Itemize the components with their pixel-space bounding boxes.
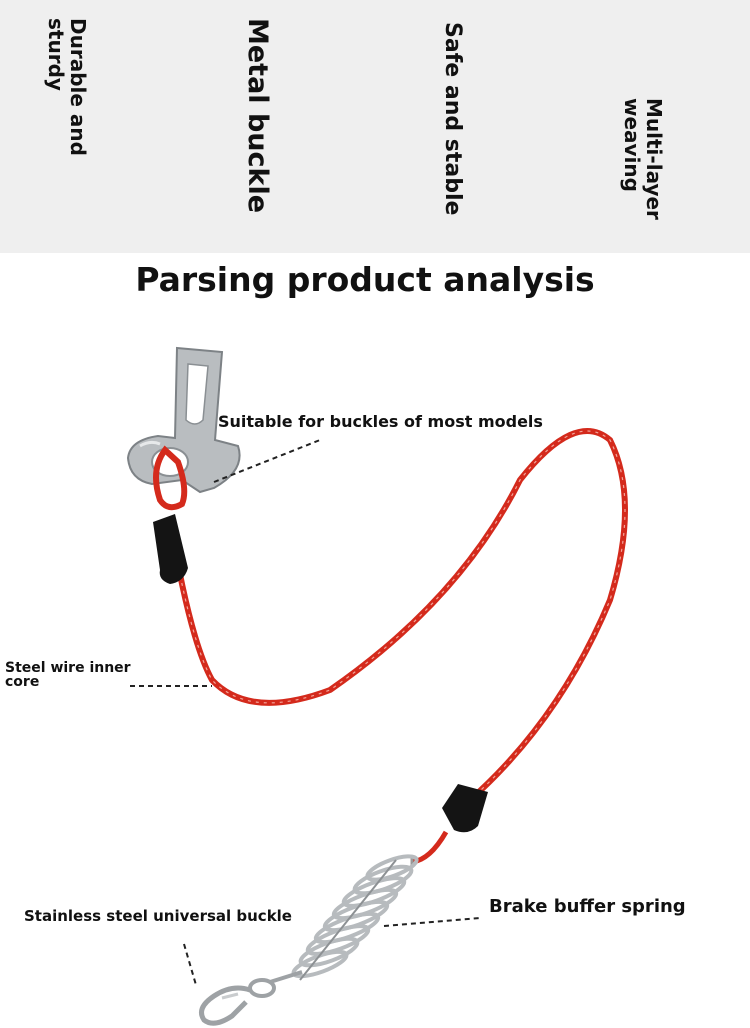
callout-spring: Brake buffer spring <box>489 896 686 917</box>
callout-universal-buckle: Stainless steel universal buckle <box>24 907 292 925</box>
callout-lines <box>130 439 481 986</box>
spring-coil-icon <box>291 830 449 981</box>
snap-hook-icon <box>199 970 303 1026</box>
feature-band: Durable and sturdy Metal buckle Safe and… <box>0 0 750 253</box>
steel-cable <box>167 428 628 803</box>
callout-inner-core: Steel wire inner core <box>5 660 131 690</box>
sleeve-cap-icon <box>153 514 488 833</box>
callout-buckle-fit: Suitable for buckles of most models <box>218 412 543 431</box>
page-title: Parsing product analysis <box>135 260 595 299</box>
cable-loop-top <box>153 445 188 511</box>
